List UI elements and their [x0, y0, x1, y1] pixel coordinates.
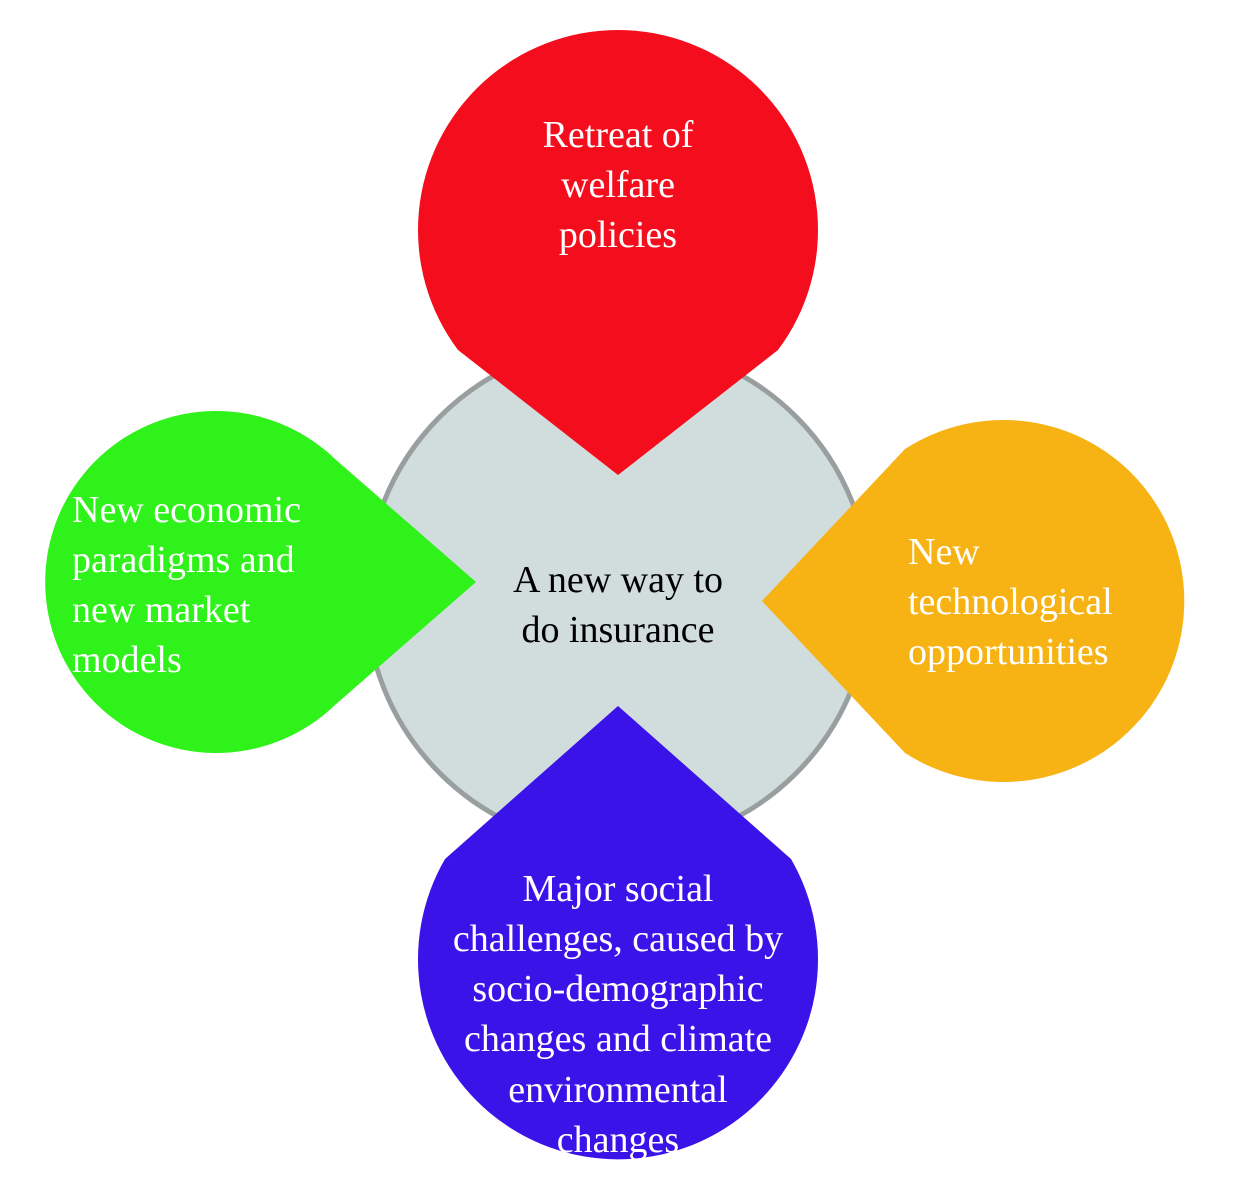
petal-bottom — [418, 706, 818, 1160]
petal-right-line: opportunities — [908, 631, 1109, 674]
petal-bottom-line: Major social — [522, 868, 714, 910]
center-line: A new way to — [512, 559, 724, 601]
petal-top-line: Retreat of — [542, 114, 694, 156]
petal-top-line: welfare — [561, 164, 675, 207]
petal-top-line: policies — [558, 214, 678, 257]
petal-bottom-line: challenges, caused by — [452, 918, 784, 961]
petal-left-line: models — [72, 639, 182, 682]
petal-left-line: paradigms and — [72, 539, 295, 582]
center-label: A new way to do insurance — [468, 555, 768, 655]
petal-left-line: New economic — [72, 489, 301, 531]
petal-right-line: New — [908, 531, 980, 573]
petal-top-label: Retreat of welfare policies — [468, 110, 768, 260]
petal-left-line: new market — [72, 589, 251, 632]
petal-bottom-line: socio-demographic — [472, 968, 764, 1011]
petal-bottom-line: environmental — [508, 1068, 728, 1111]
petal-right-line: technological — [908, 581, 1113, 624]
petal-bottom-line: changes and climate — [463, 1018, 773, 1061]
petal-left — [45, 410, 477, 753]
petal-bottom-line: changes — [556, 1118, 680, 1161]
center-line: do insurance — [521, 609, 715, 652]
petal-top — [417, 29, 819, 476]
petal-right-label: New technological opportunities — [908, 527, 1208, 677]
petal-bottom-label: Major social challenges, caused by socio… — [418, 864, 818, 1165]
petal-left-label: New economic paradigms and new market mo… — [72, 485, 372, 686]
petal-right — [762, 420, 1185, 782]
